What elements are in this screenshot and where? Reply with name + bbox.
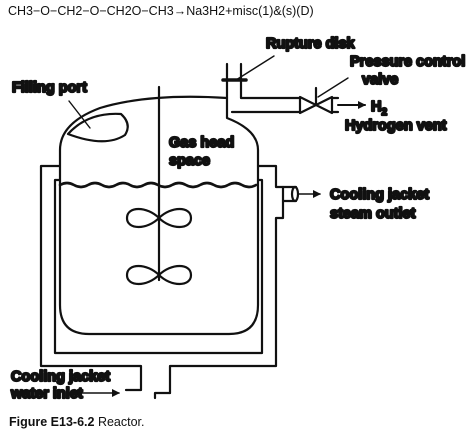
gas-head-label-2: space xyxy=(169,153,210,169)
hydrogen-vent-label: Hydrogen vent xyxy=(345,118,447,134)
cooling-jacket-outer xyxy=(39,164,285,395)
valve-outlet-pipe xyxy=(330,96,340,114)
filling-port-leader xyxy=(68,100,91,129)
reaction-equation: CH3−O−CH2−O−CH2O−CH3→Na3H2+misc(1)&(s)(D… xyxy=(8,4,314,18)
gas-head-label: Gas head xyxy=(169,135,234,151)
steam-outlet-nozzle-end xyxy=(290,185,300,203)
figure-caption: Figure E13-6.2 Reactor. xyxy=(9,415,145,429)
rupture-disk-label: Rupture disk xyxy=(266,36,356,52)
impeller-upper xyxy=(125,207,193,229)
steam-outlet-label-2: steam outlet xyxy=(330,206,416,222)
vent-pipe xyxy=(225,62,301,114)
water-inlet-label: Cooling jacket xyxy=(11,369,110,385)
figure-number: Figure E13-6.2 xyxy=(9,415,95,429)
impeller-lower xyxy=(125,264,193,286)
pressure-control-label-2: valve xyxy=(362,72,398,88)
figure-caption-text: Reactor. xyxy=(97,415,145,429)
water-inlet-nozzle xyxy=(153,391,172,400)
pressure-control-valve xyxy=(298,95,334,115)
filling-port xyxy=(66,112,129,143)
rupture-disk-leader xyxy=(235,55,275,81)
water-inlet-label-2: water inlet xyxy=(10,386,83,402)
h2-label: H2 xyxy=(371,99,387,118)
reactor-vessel xyxy=(58,95,260,336)
steam-outlet-label: Cooling jacket xyxy=(330,187,429,203)
cooling-jacket-inner xyxy=(53,178,264,355)
filling-port-label: Filling port xyxy=(12,80,87,96)
pressure-valve-leader xyxy=(317,77,349,98)
pressure-control-label: Pressure control xyxy=(350,54,465,70)
